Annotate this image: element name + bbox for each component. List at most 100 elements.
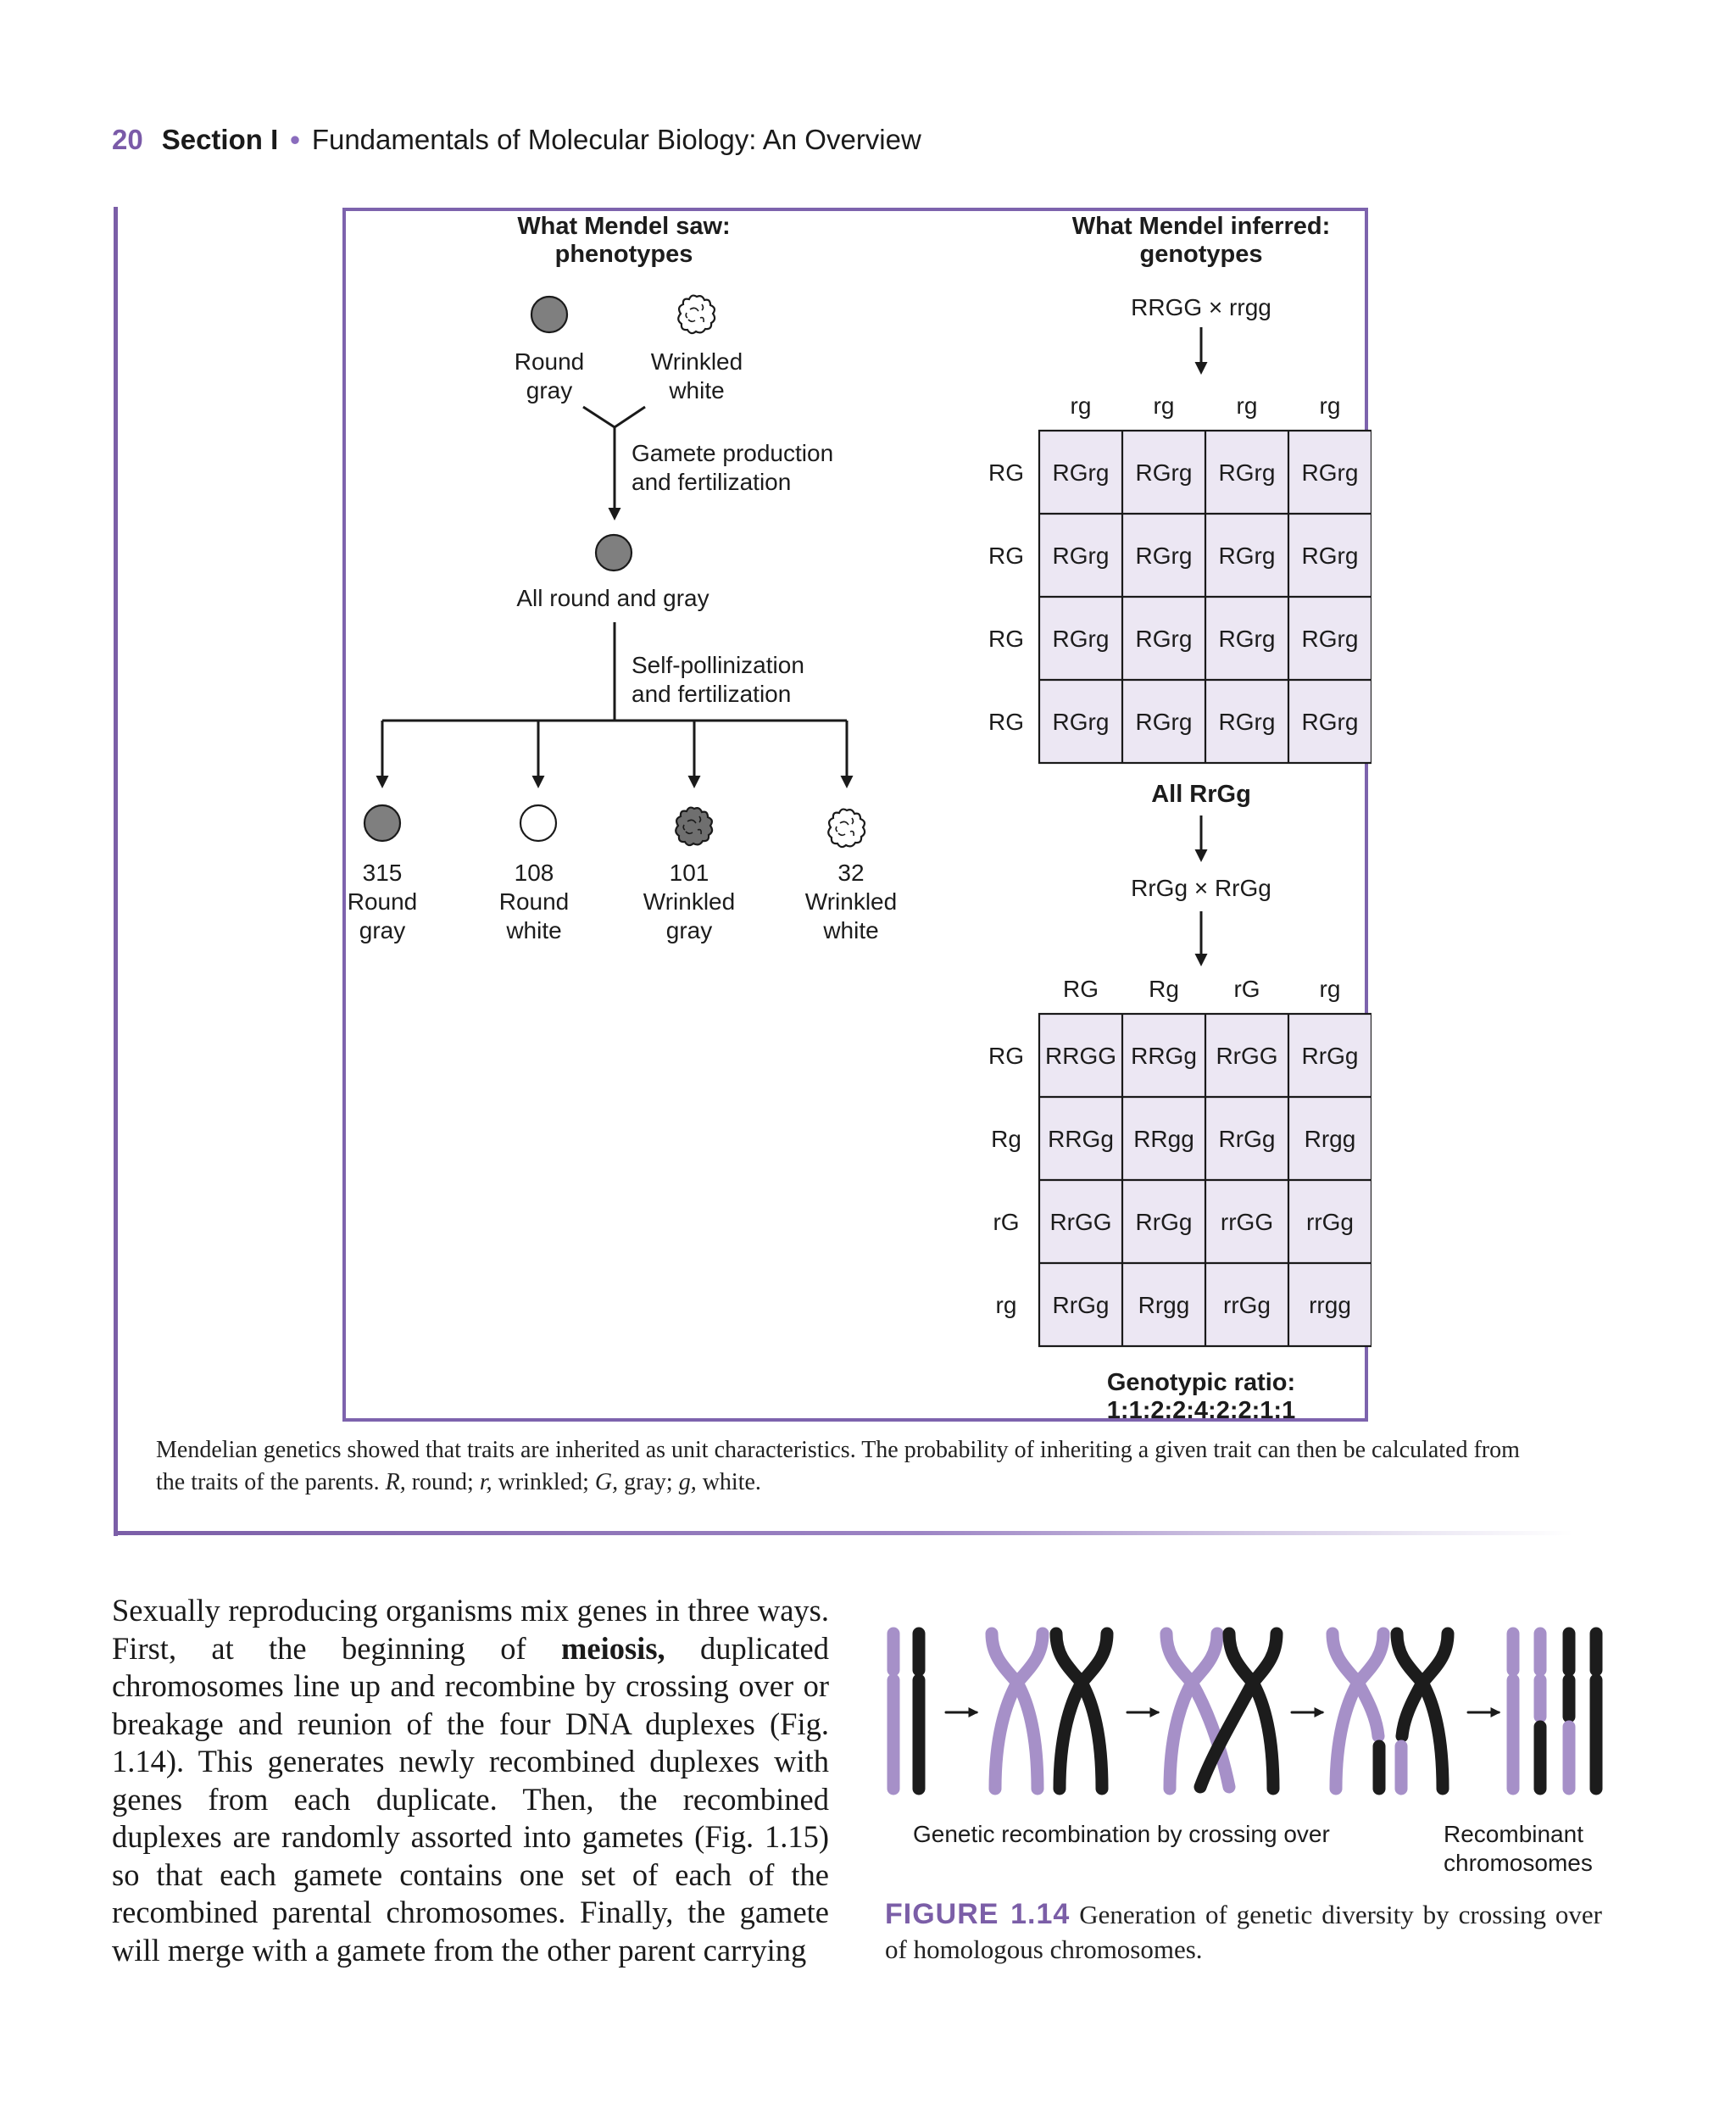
row-header: rg [996,1292,1017,1318]
column-header: rg [1154,392,1175,419]
f2-shape-2: Round [499,888,570,915]
f2-color-3: gray [666,917,712,943]
chromosome-pair-1 [887,1627,926,1795]
genotype-cell: RGrg [1136,709,1193,735]
mendel-figure: What Mendel saw: phenotypes What Mendel … [342,208,1373,1424]
parent1-line2: gray [526,377,572,404]
caption-symbol: g, [678,1469,697,1495]
f2-count-1: 315 [363,860,403,886]
chromosome-pair-3 [1160,1627,1283,1795]
genotype-cell: rrgg [1309,1292,1351,1318]
figure-number: FIGURE 1.14 [885,1898,1071,1930]
body-text: duplicated chromosomes line up and recom… [112,1630,829,1968]
f2-shape-4: Wrinkled [805,888,897,915]
f1-pea-icon [594,533,633,572]
caption-text: white. [696,1469,761,1495]
column-header: rG [1233,976,1260,1002]
parent1-line1: Round [515,348,585,375]
chromosome-pair-4 [1326,1627,1455,1795]
genotype-cell: RGrg [1136,543,1193,569]
genotype-cell: RGrg [1302,709,1359,735]
genotype-cell: RGrg [1053,709,1110,735]
box-left-rule [114,207,118,1536]
parent2-line1: Wrinkled [651,348,743,375]
row-header: RG [988,459,1024,486]
genotype-cell: RRgg [1133,1126,1194,1152]
step1-line1: Gamete production [632,440,833,466]
genotype-cell: RrGg [1219,1126,1276,1152]
round-white-pea-icon [519,804,558,843]
step2-line2: and fertilization [632,681,791,707]
genotype-cell: RGrg [1053,543,1110,569]
box-bottom-rule [114,1531,1573,1535]
right-heading-1: What Mendel inferred: [1072,213,1331,240]
row-header: Rg [991,1126,1021,1152]
chapter-title: Fundamentals of Molecular Biology: An Ov… [311,124,921,155]
column-header: rg [1320,976,1341,1002]
genotype-cell: RGrg [1302,543,1359,569]
genotype-cell: RGrg [1219,709,1276,735]
cross2-label: RrGg × RrGg [1131,875,1271,901]
column-header: Rg [1149,976,1179,1002]
genotype-cell: RRGg [1048,1126,1114,1152]
row-header: RG [988,626,1024,652]
column-header: rg [1237,392,1258,419]
column-header: rg [1320,392,1341,419]
f2-shape-3: Wrinkled [643,888,735,915]
body-paragraph: Sexually reproducing organisms mix genes… [112,1592,829,1969]
f2-shape-1: Round [348,888,418,915]
crossing-over-figure: Genetic recombination by crossing over R… [887,1627,1603,1873]
genotype-cell: RrGG [1216,1043,1277,1069]
genotype-cell: RGrg [1136,626,1193,652]
section-label: Section I [161,124,279,155]
genotype-cell: RGrg [1219,626,1276,652]
caption-text: gray; [618,1469,679,1495]
recombinant-label-1: Recombinant [1444,1821,1583,1847]
running-header: 20 Section I • Fundamentals of Molecular Bi… [112,124,921,156]
genotype-cell: rrGg [1306,1209,1354,1235]
crossing-over-label: Genetic recombination by crossing over [913,1821,1330,1847]
genotype-cell: RGrg [1302,459,1359,486]
recombinant-label-2: chromosomes [1444,1850,1593,1873]
f2-count-2: 108 [515,860,554,886]
genotype-cell: RGrg [1302,626,1359,652]
right-heading-2: genotypes [1139,241,1262,268]
row-header: RG [988,709,1024,735]
f2-color-4: white [822,917,878,943]
ratio-label: Genotypic ratio: [1107,1369,1295,1396]
row-header: RG [988,1043,1024,1069]
page-number: 20 [112,124,143,155]
row-header: rG [993,1209,1019,1235]
mendel-diagram: What Mendel saw: phenotypes What Mendel … [348,213,1373,1424]
header-separator: • [290,124,300,155]
genotype-cell: RRGG [1045,1043,1116,1069]
genotype-cell: RGrg [1219,543,1276,569]
recombinant-chromosomes [1506,1627,1603,1795]
caption-symbol: G, [594,1469,619,1495]
chromosome-pair-2 [985,1627,1114,1795]
body-text: Sexually reproducing organisms mix genes… [112,1593,829,1666]
genotype-cell: RRGg [1131,1043,1197,1069]
caption-text: Mendelian genetics showed that traits ar… [156,1437,1520,1495]
step1-line2: and fertilization [632,469,791,495]
ratio-value: 1:1:2:2:4:2:2:1:1 [1107,1397,1295,1424]
round-gray-pea-icon [363,804,402,843]
genotype-cell: RrGG [1049,1209,1111,1235]
genotype-cell: RrGg [1136,1209,1193,1235]
f1-label: All round and gray [516,585,709,611]
cross-join-lines [582,405,646,429]
result1-label: All RrGg [1151,781,1251,808]
column-header: RG [1063,976,1099,1002]
body-term-meiosis: meiosis, [560,1630,665,1666]
left-heading-1: What Mendel saw: [517,213,730,240]
genotype-cell: Rrgg [1305,1126,1356,1152]
f2-color-2: white [505,917,561,943]
f2-color-1: gray [359,917,405,943]
caption-symbol: R, [385,1469,406,1495]
genotype-cell: RrGg [1302,1043,1359,1069]
f2-count-4: 32 [837,860,864,886]
genotype-cell: rrGg [1223,1292,1271,1318]
genotype-cell: RGrg [1053,626,1110,652]
caption-text: wrinkled; [492,1469,595,1495]
